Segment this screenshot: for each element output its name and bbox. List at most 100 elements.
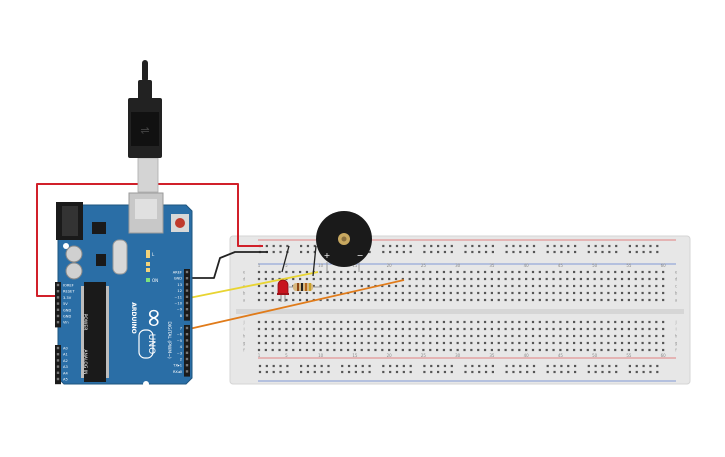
breadboard-hole[interactable] xyxy=(388,270,391,274)
breadboard-hole[interactable] xyxy=(300,370,303,374)
breadboard-hole[interactable] xyxy=(257,334,261,338)
breadboard-hole[interactable] xyxy=(601,364,604,368)
breadboard-hole[interactable] xyxy=(272,364,275,368)
breadboard-hole[interactable] xyxy=(353,291,356,295)
breadboard-hole[interactable] xyxy=(374,334,377,338)
breadboard-hole[interactable] xyxy=(402,370,405,374)
breadboard-hole[interactable] xyxy=(608,364,611,368)
breadboard-hole[interactable] xyxy=(518,334,521,338)
breadboard-hole[interactable] xyxy=(608,370,611,374)
breadboard-hole[interactable] xyxy=(436,291,439,295)
breadboard-hole[interactable] xyxy=(271,284,274,288)
breadboard-hole[interactable] xyxy=(353,298,356,302)
breadboard-hole[interactable] xyxy=(292,320,295,324)
breadboard-hole[interactable] xyxy=(279,364,282,368)
analog-pin[interactable] xyxy=(56,346,60,350)
breadboard-hole[interactable] xyxy=(587,370,590,374)
breadboard-hole[interactable] xyxy=(519,364,522,368)
breadboard-hole[interactable] xyxy=(655,284,658,288)
breadboard-hole[interactable] xyxy=(649,370,652,374)
wire-black-gnd[interactable] xyxy=(190,251,268,279)
breadboard-hole[interactable] xyxy=(353,270,356,274)
breadboard-hole[interactable] xyxy=(313,364,316,368)
analog-pin[interactable] xyxy=(56,359,60,362)
breadboard-hole[interactable] xyxy=(326,284,329,288)
breadboard-hole[interactable] xyxy=(525,298,528,302)
breadboard-hole[interactable] xyxy=(552,327,555,331)
breadboard-hole[interactable] xyxy=(587,244,590,248)
breadboard-hole[interactable] xyxy=(463,291,466,295)
breadboard-hole[interactable] xyxy=(292,277,295,281)
breadboard-hole[interactable] xyxy=(614,291,617,295)
breadboard-hole[interactable] xyxy=(265,244,268,248)
breadboard-hole[interactable] xyxy=(436,341,439,345)
breadboard-hole[interactable] xyxy=(389,244,392,248)
breadboard-hole[interactable] xyxy=(456,327,459,331)
breadboard-hole[interactable] xyxy=(394,348,398,352)
breadboard-hole[interactable] xyxy=(394,341,398,345)
breadboard-hole[interactable] xyxy=(579,348,583,352)
breadboard-hole[interactable] xyxy=(312,334,315,338)
breadboard-hole[interactable] xyxy=(360,291,363,295)
breadboard-hole[interactable] xyxy=(546,250,549,254)
breadboard-hole[interactable] xyxy=(586,284,589,288)
digital-pin[interactable] xyxy=(185,326,189,330)
breadboard-hole[interactable] xyxy=(374,327,377,331)
breadboard-hole[interactable] xyxy=(286,364,289,368)
reset-button[interactable] xyxy=(171,214,189,232)
breadboard-hole[interactable] xyxy=(340,284,343,288)
breadboard-hole[interactable] xyxy=(573,348,576,352)
breadboard-hole[interactable] xyxy=(634,341,637,345)
breadboard-hole[interactable] xyxy=(559,341,562,345)
breadboard-hole[interactable] xyxy=(278,348,281,352)
breadboard-hole[interactable] xyxy=(627,277,630,281)
breadboard-hole[interactable] xyxy=(490,291,493,295)
breadboard-hole[interactable] xyxy=(394,298,398,302)
breadboard-hole[interactable] xyxy=(579,341,583,345)
breadboard-hole[interactable] xyxy=(552,284,555,288)
breadboard-hole[interactable] xyxy=(504,327,507,331)
breadboard-hole[interactable] xyxy=(354,370,357,374)
breadboard-hole[interactable] xyxy=(586,277,589,281)
breadboard-hole[interactable] xyxy=(367,334,370,338)
usb-cable[interactable]: ⇌ xyxy=(128,60,162,193)
breadboard-hole[interactable] xyxy=(415,334,418,338)
breadboard-hole[interactable] xyxy=(504,341,507,345)
breadboard-hole[interactable] xyxy=(394,320,398,324)
breadboard-hole[interactable] xyxy=(292,291,295,295)
breadboard-hole[interactable] xyxy=(559,284,562,288)
breadboard-hole[interactable] xyxy=(614,327,617,331)
breadboard-hole[interactable] xyxy=(456,320,459,324)
jumper-wire-1[interactable] xyxy=(281,245,290,273)
breadboard-hole[interactable] xyxy=(614,270,617,274)
breadboard-hole[interactable] xyxy=(360,284,363,288)
breadboard-hole[interactable] xyxy=(395,370,399,374)
breadboard-hole[interactable] xyxy=(662,291,665,295)
breadboard-hole[interactable] xyxy=(607,334,610,338)
breadboard-hole[interactable] xyxy=(286,244,289,248)
breadboard-hole[interactable] xyxy=(560,364,563,368)
breadboard-hole[interactable] xyxy=(518,291,521,295)
breadboard-hole[interactable] xyxy=(374,270,377,274)
breadboard-hole[interactable] xyxy=(531,277,535,281)
breadboard-hole[interactable] xyxy=(628,370,631,374)
breadboard-hole[interactable] xyxy=(648,348,651,352)
breadboard-hole[interactable] xyxy=(346,277,350,281)
breadboard-hole[interactable] xyxy=(518,270,521,274)
breadboard-hole[interactable] xyxy=(374,341,377,345)
breadboard-hole[interactable] xyxy=(340,320,343,324)
breadboard-hole[interactable] xyxy=(381,291,384,295)
breadboard-hole[interactable] xyxy=(340,327,343,331)
wire-orange-pin-7[interactable] xyxy=(188,279,405,330)
breadboard-hole[interactable] xyxy=(326,341,329,345)
breadboard-hole[interactable] xyxy=(409,244,412,248)
breadboard-hole[interactable] xyxy=(655,334,658,338)
breadboard-hole[interactable] xyxy=(594,364,597,368)
breadboard-hole[interactable] xyxy=(511,348,514,352)
breadboard-hole[interactable] xyxy=(340,277,343,281)
breadboard-hole[interactable] xyxy=(518,277,521,281)
breadboard-hole[interactable] xyxy=(505,370,508,374)
power-pin[interactable] xyxy=(56,290,60,293)
breadboard-hole[interactable] xyxy=(634,270,637,274)
